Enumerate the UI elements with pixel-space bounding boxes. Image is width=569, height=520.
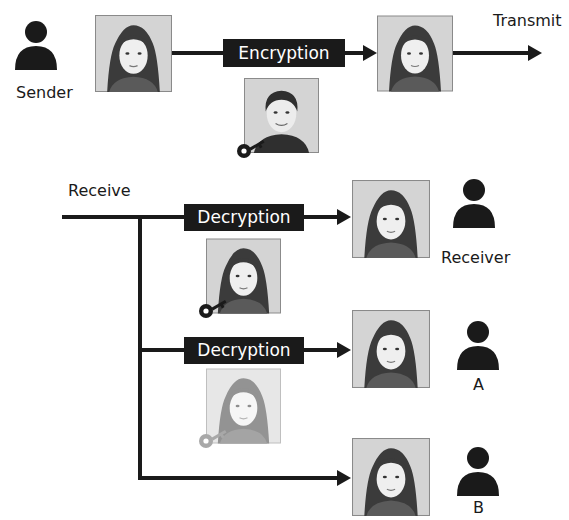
key-photo bbox=[244, 78, 318, 153]
box-label: Decryption bbox=[197, 208, 290, 227]
face-photo bbox=[378, 16, 453, 92]
process-box: Decryption bbox=[184, 204, 304, 231]
key-icon bbox=[199, 300, 227, 318]
key-photo bbox=[206, 239, 280, 314]
text-label: B bbox=[473, 499, 484, 517]
arrow-head bbox=[337, 45, 542, 486]
person-icon bbox=[453, 179, 495, 228]
text-label: Receive bbox=[68, 182, 131, 200]
process-box: Encryption bbox=[223, 39, 345, 67]
text-label: Receiver bbox=[441, 249, 510, 267]
face-photo bbox=[96, 16, 172, 92]
face-photo bbox=[353, 311, 430, 388]
key-icon bbox=[199, 430, 227, 448]
person-icon bbox=[457, 321, 499, 370]
text-label: A bbox=[473, 376, 484, 394]
flow-line bbox=[62, 53, 530, 480]
box-label: Decryption bbox=[197, 341, 290, 360]
face-photo bbox=[353, 181, 430, 258]
person-icon bbox=[15, 21, 57, 70]
key-photo bbox=[206, 369, 280, 444]
process-box: Decryption bbox=[184, 337, 304, 364]
person-icon bbox=[457, 447, 499, 496]
face-photo bbox=[353, 439, 430, 516]
text-label: Transmit bbox=[493, 12, 562, 30]
key-icon bbox=[237, 140, 265, 158]
text-label: Sender bbox=[16, 84, 73, 102]
box-label: Encryption bbox=[238, 44, 329, 63]
